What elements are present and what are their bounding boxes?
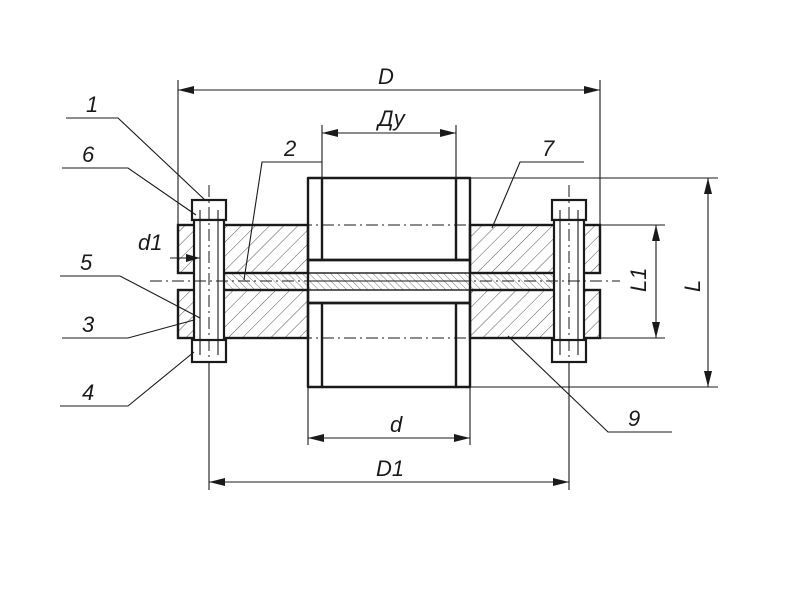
dimension-D: D (177, 64, 601, 225)
dimension-d-label: d (390, 412, 403, 437)
dimension-D-label: D (378, 64, 394, 89)
dimension-L1-label: L1 (626, 268, 651, 292)
dimension-d1: d1 (138, 230, 200, 262)
dimension-L-label: L (680, 280, 705, 292)
callout-2-label: 2 (283, 136, 296, 161)
dimension-Dy-label: Ду (375, 106, 407, 131)
dimension-D1-label: D1 (376, 456, 404, 481)
pipe-upper (306, 176, 472, 262)
callout-5-label: 5 (80, 250, 93, 275)
callout-6: 6 (62, 142, 197, 216)
callout-4-label: 4 (82, 380, 94, 405)
dimension-L1: L1 (600, 224, 665, 339)
callout-9: 9 (507, 335, 672, 433)
callout-7: 7 (491, 136, 584, 229)
dimension-D1: D1 (208, 362, 570, 490)
callout-3-label: 3 (82, 312, 95, 337)
dimension-L: L (470, 177, 718, 388)
callout-1-label: 1 (86, 92, 98, 117)
callout-9-label: 9 (628, 406, 640, 431)
callout-2: 2 (243, 136, 322, 281)
callout-6-label: 6 (82, 142, 95, 167)
callout-5: 5 (60, 250, 201, 319)
callout-3: 3 (62, 312, 195, 339)
dimension-Dy: Ду (321, 106, 457, 178)
dimension-d: d (307, 387, 471, 445)
dimension-d1-label: d1 (138, 230, 162, 255)
pipe-lower (306, 301, 472, 389)
callout-1: 1 (66, 92, 206, 201)
callout-7-label: 7 (542, 136, 555, 161)
callout-4: 4 (60, 351, 195, 407)
